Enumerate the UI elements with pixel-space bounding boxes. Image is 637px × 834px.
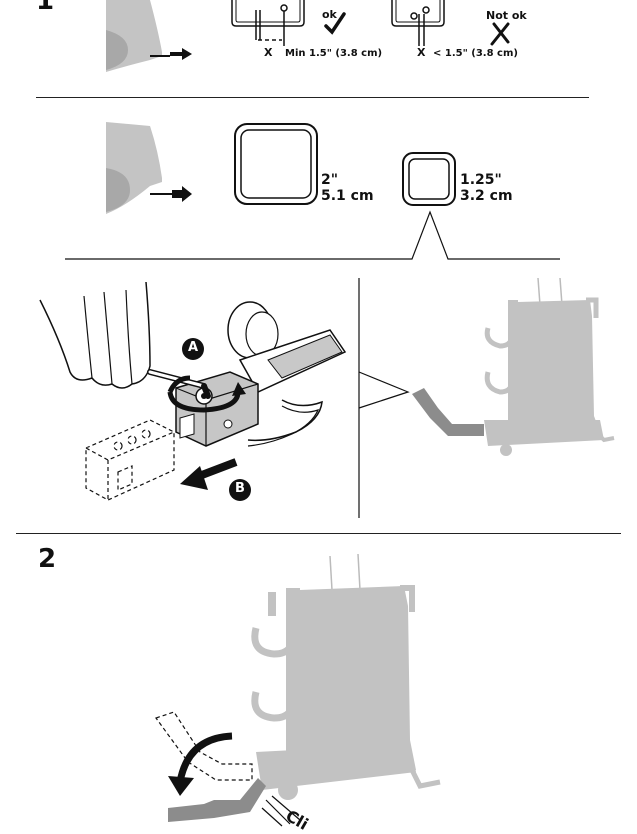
not-ok-x-label: X xyxy=(417,46,426,59)
ok-x-label: X xyxy=(264,46,273,59)
step1-number: 1 xyxy=(36,0,55,16)
receiver-125in-imperial: 1.25" xyxy=(460,172,502,188)
callout-b-label: B xyxy=(235,481,245,496)
ok-status-label: ok xyxy=(322,8,337,21)
ok-measure-label: Min 1.5" (3.8 cm) xyxy=(285,48,383,59)
not-ok-measure-label: < 1.5" (3.8 cm) xyxy=(433,48,518,59)
receiver-125in-metric: 3.2 cm xyxy=(460,188,513,204)
divider-1 xyxy=(36,97,589,98)
callout-a-label: A xyxy=(187,340,199,355)
divider-2 xyxy=(16,533,621,534)
receiver-2in-metric: 5.1 cm xyxy=(321,188,374,204)
receiver-2in-imperial: 2" xyxy=(321,172,339,188)
not-ok-status-label: Not ok xyxy=(486,9,527,22)
step2-number: 2 xyxy=(38,544,57,574)
